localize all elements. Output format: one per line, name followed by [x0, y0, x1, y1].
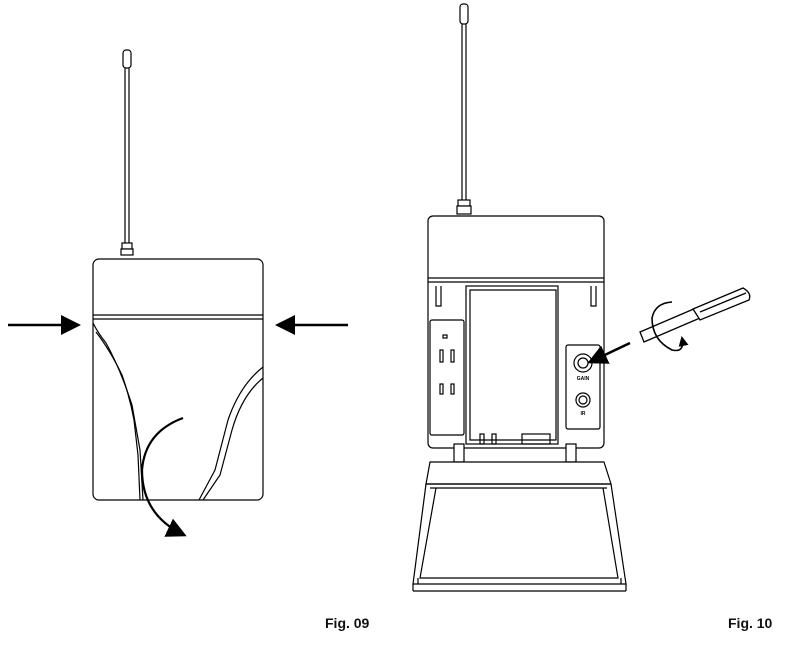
- ir-sensor: [575, 392, 591, 408]
- fig10-bottom-connectors: [479, 433, 551, 445]
- gain-label: GAIN: [577, 376, 590, 382]
- fig09-caption: Fig. 09: [325, 615, 370, 631]
- fig10-left-contacts: [429, 319, 465, 436]
- screwdriver-icon: [639, 287, 751, 343]
- rotate-arrow-icon: [140, 416, 187, 537]
- fig09-battery-cover-seam: [92, 314, 264, 501]
- fig10-caption: Fig. 10: [728, 615, 773, 631]
- fig09-body: [92, 258, 264, 501]
- ir-label: IR: [581, 411, 586, 417]
- fig10-control-panel: [565, 344, 601, 430]
- rotate-screwdriver-icon: [651, 301, 689, 352]
- fig10-transmitter: [412, 3, 627, 592]
- fig09-transmitter: [92, 49, 264, 501]
- adjust-gain-arrow-icon: [587, 341, 631, 364]
- fig10-antenna: [456, 3, 472, 215]
- fig10-battery-door: [412, 461, 627, 592]
- fig09-antenna: [120, 49, 134, 256]
- battery-compartment: [435, 285, 597, 445]
